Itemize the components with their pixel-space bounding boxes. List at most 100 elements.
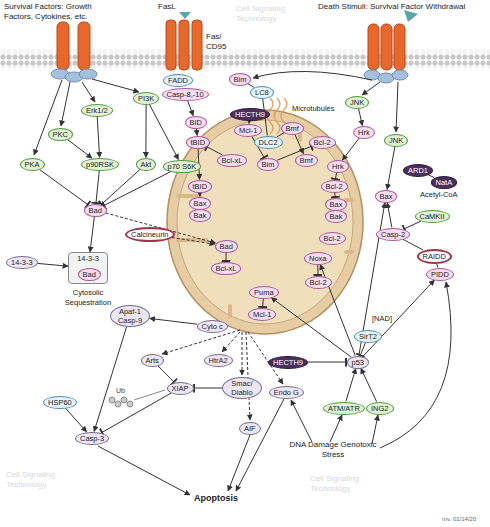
- mitochondrion: [178, 128, 352, 316]
- protein-node: Arts: [141, 354, 164, 367]
- protein-node: HSP60: [43, 396, 77, 409]
- protein-node: Smac/ Diablo: [222, 377, 262, 399]
- connector: [271, 298, 351, 357]
- protein-node: Akt: [136, 158, 157, 171]
- node-label: Cyto c: [202, 322, 223, 331]
- node-label: Casp-8,-10: [167, 90, 204, 99]
- connector: [277, 133, 284, 137]
- connector: [196, 129, 198, 136]
- node-label: HSP60: [48, 398, 72, 407]
- connector: [94, 327, 127, 432]
- node-label: NatA: [436, 178, 453, 187]
- node-label: Noxa: [309, 254, 327, 263]
- node-label: RAIDD: [423, 252, 446, 261]
- node-label: PKA: [25, 160, 40, 169]
- connector: [359, 109, 363, 126]
- inhibition-line: [404, 221, 421, 229]
- node-label: Casp-2: [381, 230, 405, 239]
- connector: [37, 263, 68, 266]
- protein-node: Hrk: [327, 160, 349, 173]
- inhibition-line: [104, 171, 171, 205]
- protein-node: p53: [347, 356, 370, 369]
- text-label: Cytosolic Sequestration: [58, 288, 118, 307]
- protein-node: tBID: [186, 136, 211, 149]
- protein-node: XIAP: [167, 382, 194, 395]
- protein-node: SirT2: [354, 330, 382, 343]
- protein-node: HECTH9: [268, 356, 308, 369]
- text-label: Apoptosis: [194, 494, 238, 504]
- signal-arrow: [362, 82, 380, 95]
- protein-node: Bcl-xL: [211, 262, 242, 275]
- complex-box: 14-3-3Bad: [68, 252, 108, 284]
- node-label: LC8: [255, 88, 269, 97]
- signal-arrow: [61, 82, 70, 126]
- protein-node: JNK: [345, 96, 369, 109]
- receptor: [79, 69, 97, 79]
- receptor: [78, 22, 90, 70]
- connector: [428, 175, 434, 178]
- node-label: Bad: [89, 206, 102, 215]
- signal-arrow: [228, 435, 250, 491]
- ubiquitin-chain: [109, 397, 115, 403]
- node-label: Casp-3: [80, 434, 104, 443]
- receptor: [392, 70, 408, 80]
- protein-node: tBID: [188, 180, 213, 193]
- receptor: [179, 12, 191, 19]
- connector: [361, 368, 377, 401]
- protein-node: Bad: [78, 268, 101, 281]
- protein-node: ATM/ATR: [323, 402, 365, 415]
- inhibition-line: [39, 169, 88, 205]
- inhibition-line: [308, 362, 347, 363]
- release-arrow: [242, 332, 243, 375]
- protein-node: CaMKII: [415, 210, 450, 223]
- protein-node: Cyto c: [197, 320, 228, 333]
- cell-membrane: [0, 49, 490, 69]
- text-label: Ub: [116, 386, 125, 396]
- protein-node: Mcl-1: [234, 124, 262, 137]
- text-label: [NAD]: [372, 314, 392, 324]
- inhibition-line: [96, 171, 99, 204]
- protein-node: Noxa: [304, 252, 332, 265]
- microtubule: [274, 98, 280, 134]
- node-label: Calcineurin: [131, 230, 169, 239]
- signal-arrow: [92, 79, 139, 92]
- node-label: HtrA2: [209, 356, 228, 365]
- release-arrow: [222, 332, 240, 352]
- receptor: [166, 20, 176, 70]
- protein-node: Endo G: [269, 386, 304, 399]
- protein-node: JNK: [384, 134, 408, 147]
- node-label: XIAP: [172, 384, 189, 393]
- node-label: Hrk: [358, 128, 370, 137]
- connector: [248, 84, 254, 88]
- text-label: FasL: [158, 2, 176, 12]
- protein-node: Bak: [325, 210, 348, 223]
- receptor: [368, 24, 379, 70]
- node-label: tBID: [191, 138, 206, 147]
- connector: [145, 105, 146, 158]
- node-label: Bax: [330, 200, 343, 209]
- receptor: [404, 10, 418, 22]
- node-label: JNK: [389, 136, 403, 145]
- node-label: PKC: [53, 130, 68, 139]
- node-label: Mcl-1: [253, 310, 271, 319]
- protein-node: Bax: [325, 198, 348, 211]
- node-label: FADD: [168, 76, 188, 85]
- connector: [342, 138, 359, 160]
- cell-membrane: [0, 49, 490, 69]
- node-label: CaMKII: [420, 212, 445, 221]
- node-label: p53: [352, 358, 365, 367]
- connector: [346, 368, 356, 401]
- node-label: p70 S6K: [168, 162, 197, 171]
- protein-node: Mcl-1: [248, 308, 276, 321]
- inhibition-line: [207, 147, 223, 155]
- node-label: Apaf-1 Casp-9: [115, 307, 145, 325]
- node-label: PIDD: [431, 270, 449, 279]
- connector: [295, 134, 304, 153]
- release-arrow: [162, 330, 283, 420]
- protein-node: BID: [185, 116, 208, 129]
- protein-node: FADD: [163, 74, 193, 87]
- node-label: JNK: [350, 98, 364, 107]
- node-label: Bmf: [300, 156, 313, 165]
